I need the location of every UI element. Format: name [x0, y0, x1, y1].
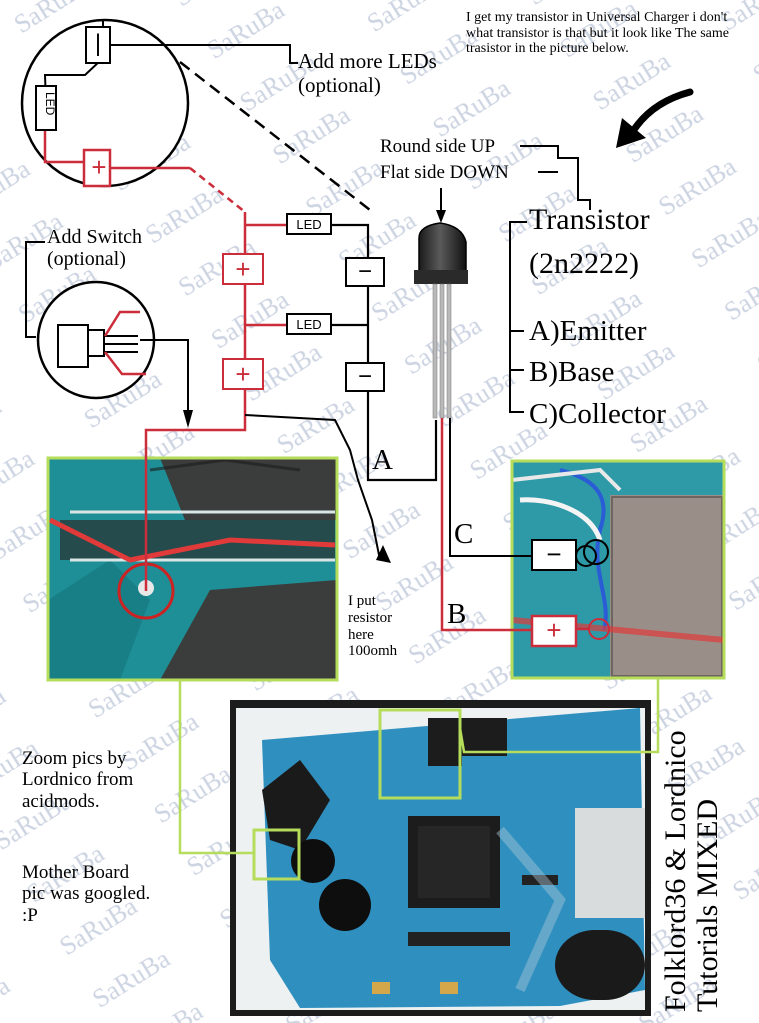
led-minus-symbol: |	[94, 30, 102, 57]
resistor-note: I put resistor here 100omh	[348, 593, 398, 660]
photo-leader-lines	[178, 678, 660, 855]
led-plus-terminal	[82, 148, 112, 188]
switch-circle	[25, 241, 193, 428]
transistor-title: Transistor	[529, 203, 650, 236]
led1-minus-terminal: −	[345, 257, 385, 287]
led-wiring	[144, 212, 438, 591]
led-minus-terminal	[85, 26, 111, 64]
pointer-arrowhead	[616, 118, 646, 148]
led-component-vertical	[35, 85, 57, 131]
pin-emitter: A)Emitter	[529, 315, 647, 347]
motherboard-credit: Mother Board pic was googled. :P	[22, 862, 151, 926]
flat-side-label: Flat side DOWN	[380, 162, 509, 183]
add-more-leds-label: Add more LEDs (optional)	[298, 49, 437, 97]
led2-plus-terminal: +	[222, 358, 264, 390]
led2-minus-terminal: −	[345, 362, 385, 392]
transistor-model: (2n2222)	[529, 247, 639, 280]
pin-collector: C)Collector	[529, 398, 666, 430]
dashed-black-link	[179, 61, 371, 211]
led1-plus-terminal: +	[222, 253, 264, 285]
transistor-2n2222	[414, 188, 468, 419]
transistor-origin-note: I get my transistor in Universal Charger…	[466, 10, 729, 57]
transistor-leg-wires	[440, 418, 532, 632]
round-side-label: Round side UP	[380, 136, 496, 157]
led-component-2: LED	[286, 313, 332, 335]
transistor-brackets	[509, 145, 591, 413]
resistor-arrowhead	[376, 545, 391, 563]
leg-label-a: A	[372, 444, 393, 476]
leg-label-c: C	[454, 518, 474, 550]
pcb-right-photo	[510, 459, 726, 680]
add-switch-label: Add Switch (optional)	[47, 226, 142, 271]
authors-credit: Folklord36 & Lordnico Tutorials MIXED	[659, 730, 725, 1012]
led-component-vertical-label: LED	[43, 92, 57, 116]
pcb-zoom-photo	[46, 456, 339, 682]
base-plus-symbol: +	[546, 615, 562, 645]
collector-minus-terminal	[531, 539, 577, 571]
pin-base: B)Base	[529, 356, 615, 388]
motherboard-photo	[230, 700, 651, 1016]
led-component-1: LED	[286, 213, 332, 235]
zoom-credit: Zoom pics by Lordnico from acidmods.	[22, 748, 134, 812]
led-plus-symbol: +	[91, 152, 107, 182]
base-plus-terminal	[530, 614, 578, 648]
leg-label-b: B	[447, 598, 467, 630]
collector-minus-symbol: −	[546, 539, 562, 569]
